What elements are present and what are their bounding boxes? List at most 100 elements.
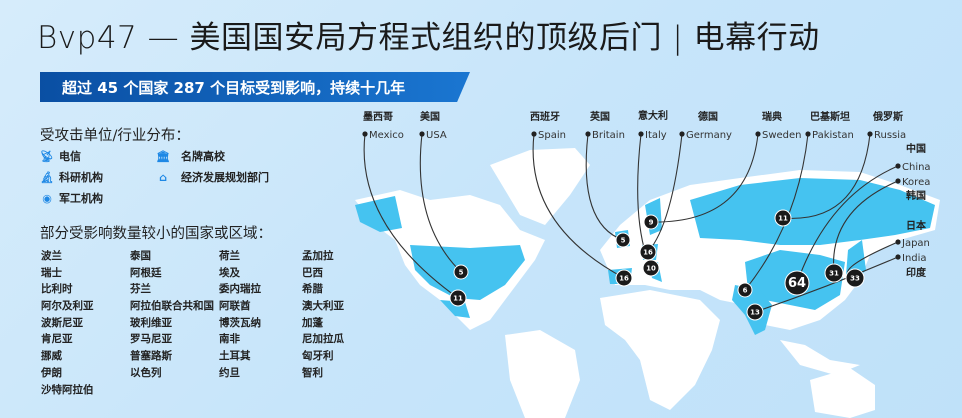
country-item: 委内瑞拉 (219, 283, 261, 296)
country-item: 澳大利亚 (302, 300, 344, 313)
bubble-circle (642, 259, 660, 277)
bubble-count: 5 (459, 269, 464, 277)
country-label-cn: 德国 (697, 110, 718, 123)
bubble-circle (643, 214, 659, 230)
southeast-asia (780, 340, 860, 375)
count-bubble: 6 (737, 282, 753, 298)
country-label-cn: 中国 (906, 142, 926, 155)
count-bubble: 33 (845, 268, 865, 288)
connector-line (796, 165, 899, 284)
bubble-count: 31 (829, 270, 839, 278)
country-item: 南非 (219, 333, 240, 346)
count-bubble: 11 (774, 209, 792, 227)
bubble-circle (615, 232, 631, 248)
country-item: 孟加拉 (302, 250, 334, 262)
country-item: 荷兰 (219, 250, 240, 262)
sector-economic-planning: ⌂经济发展规划部门 (157, 169, 269, 185)
country-label-en: USA (426, 130, 447, 141)
country-label-en: Sweden (762, 130, 802, 141)
bubble-circle (845, 268, 865, 288)
country-label-en: China (902, 162, 931, 173)
country-item: 瑞士 (41, 266, 62, 279)
country-label-en: Germany (686, 130, 732, 141)
sector-label: 名牌高校 (181, 150, 225, 163)
south-america (505, 330, 580, 418)
bubble-count: 16 (643, 249, 653, 257)
label-dot (895, 178, 901, 184)
sector-research: 🔬︎ 科研机构 (40, 169, 103, 185)
greenland (490, 148, 590, 225)
country-label-en: Italy (645, 130, 667, 141)
count-bubble: 9 (643, 214, 659, 230)
country-label-cn: 瑞典 (762, 110, 782, 123)
label-dot (638, 131, 644, 137)
bubble-count: 6 (743, 287, 748, 295)
country-item: 阿尔及利亚 (41, 300, 94, 313)
country-item: 智利 (302, 366, 323, 379)
bubble-count: 64 (788, 276, 806, 291)
country-item: 波兰 (41, 250, 62, 262)
label-dot (679, 131, 685, 137)
label-dot (419, 131, 425, 137)
country-item: 阿根廷 (130, 266, 162, 279)
country-label-en: Mexico (369, 130, 404, 141)
count-bubble: 31 (824, 263, 844, 283)
country-item: 匈牙利 (302, 350, 334, 363)
sector-label: 科研机构 (59, 171, 103, 184)
country-label-en: Russia (874, 130, 906, 141)
sector-telecom: 📡︎电信 (40, 148, 81, 164)
bubble-circle (774, 209, 792, 227)
russia-region (690, 178, 935, 245)
country-item: 巴西 (302, 266, 323, 279)
connector-line (782, 133, 871, 219)
country-item: 沙特阿拉伯 (41, 383, 94, 396)
country-item: 阿联酋 (219, 300, 251, 313)
connector-lines (363, 133, 899, 313)
microscope-icon: 🔬︎ (40, 170, 54, 184)
bubble-circle (639, 243, 657, 261)
australia (810, 368, 875, 418)
country-label-cn: 日本 (906, 219, 927, 232)
bubble-circle (784, 270, 810, 296)
label-dot (755, 131, 761, 137)
label-dot (867, 131, 873, 137)
bubble-count: 33 (850, 275, 860, 283)
bubble-count: 16 (619, 275, 629, 283)
country-label-cn: 巴基斯坦 (810, 110, 850, 123)
bubble-circle (449, 289, 467, 307)
country-item: 土耳其 (219, 350, 251, 363)
country-item: 希腊 (302, 283, 323, 296)
minor-heading: 部分受影响数量较小的国家或区域： (40, 226, 272, 242)
country-item: 肯尼亚 (41, 333, 73, 346)
label-dot (895, 239, 901, 245)
country-item: 泰国 (130, 250, 151, 262)
bubble-circle (824, 263, 844, 283)
country-label-cn: 韩国 (906, 189, 926, 202)
sector-university: 🏛︎名牌高校 (156, 148, 225, 164)
country-item: 博茨瓦纳 (219, 316, 261, 329)
country-label-en: Spain (538, 130, 566, 141)
country-label-cn: 墨西哥 (363, 111, 393, 123)
count-bubble: 5 (615, 232, 631, 248)
summary-banner: 超过 45 个国家 287 个目标受到影响，持续十几年 (40, 72, 470, 102)
bubble-count: 9 (649, 219, 654, 227)
connector-line (754, 256, 899, 313)
military-icon: ◉ (42, 191, 52, 205)
connector-line (532, 133, 625, 279)
count-bubble: 10 (642, 259, 660, 277)
country-item: 比利时 (41, 283, 73, 296)
country-item: 罗马尼亚 (130, 333, 172, 346)
connector-line (650, 133, 759, 223)
connector-line (585, 133, 624, 241)
label-dot (895, 163, 901, 169)
antenna-icon: 📡︎ (40, 149, 54, 163)
bubble-circle (453, 264, 469, 280)
connector-line (647, 133, 683, 253)
country-item: 约旦 (219, 366, 240, 379)
sector-label: 经济发展规划部门 (181, 171, 269, 184)
count-bubble: 16 (639, 243, 657, 261)
country-label-cn: 西班牙 (530, 110, 560, 123)
bubble-count: 11 (453, 295, 463, 303)
label-dot (531, 131, 537, 137)
